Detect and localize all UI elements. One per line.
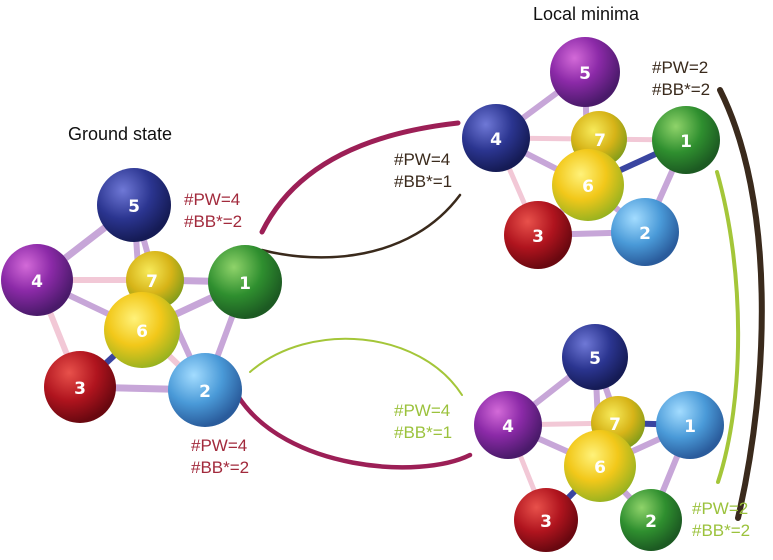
annotation-bottom-min-right: #PW=2 #BB*=2 [692, 498, 750, 542]
atom-label: 6 [594, 458, 606, 478]
title-ground-state: Ground state [68, 124, 173, 144]
atom-1: 1 [656, 391, 724, 459]
atom-label: 5 [128, 197, 140, 217]
annotation-top-min-right: #PW=2 #BB*=2 [652, 57, 710, 101]
atom-label: 7 [146, 272, 158, 292]
cluster-bottom-minimum: 5 4 7 1 3 2 6 [474, 324, 724, 552]
atom-label: 2 [645, 512, 657, 532]
bb-count: #BB*=2 [692, 521, 751, 540]
bb-count: #BB*=1 [394, 423, 453, 442]
atom-label: 5 [589, 349, 601, 369]
atom-4: 4 [1, 244, 73, 316]
atom-3: 3 [504, 201, 572, 269]
atom-2: 2 [611, 198, 679, 266]
atom-label: 1 [680, 132, 692, 152]
atom-5: 5 [97, 168, 171, 242]
atom-1: 1 [208, 245, 282, 319]
atom-label: 4 [490, 130, 502, 150]
title-local-minima: Local minima [533, 4, 640, 24]
atom-2: 2 [620, 489, 682, 551]
atom-3: 3 [514, 488, 578, 552]
annotation-top-min-left: #PW=4 #BB*=1 [394, 149, 452, 193]
atom-label: 7 [609, 415, 621, 435]
pw-count: #PW=2 [652, 58, 709, 77]
annotation-ground-bottom: #PW=4 #BB*=2 [191, 435, 249, 479]
atom-3: 3 [44, 351, 116, 423]
pw-count: #PW=4 [184, 190, 241, 209]
atom-4: 4 [474, 391, 542, 459]
atom-label: 1 [684, 417, 696, 437]
atom-6: 6 [104, 292, 180, 368]
atom-label: 6 [136, 322, 148, 342]
arc-ground-to-top-maroon [259, 120, 461, 235]
arc-ground-to-bottom-maroon [235, 393, 473, 470]
atom-label: 7 [594, 131, 606, 151]
atom-6: 6 [552, 149, 624, 221]
atom-label: 5 [579, 64, 591, 84]
atom-label: 4 [31, 272, 43, 292]
arc-ground-to-bottom-lime [249, 337, 463, 396]
annotation-bottom-min-left: #PW=4 #BB*=1 [394, 400, 452, 444]
atom-1: 1 [652, 106, 720, 174]
bb-count: #BB*=2 [191, 458, 250, 477]
atom-label: 1 [239, 274, 251, 294]
arc-top-to-bottom-brown [717, 87, 765, 521]
atom-6: 6 [564, 430, 636, 502]
pw-count: #PW=4 [394, 150, 451, 169]
bb-count: #BB*=2 [652, 80, 711, 99]
transition-arcs [235, 87, 765, 521]
atom-label: 3 [532, 227, 544, 247]
cluster-top-minimum: 5 4 7 1 3 2 6 [462, 37, 720, 269]
pw-count: #PW=4 [394, 401, 451, 420]
pw-count: #PW=2 [692, 499, 749, 518]
atom-5: 5 [562, 324, 628, 390]
atom-2: 2 [168, 353, 242, 427]
atom-4: 4 [462, 104, 530, 172]
atom-label: 3 [74, 379, 86, 399]
atom-5: 5 [550, 37, 620, 107]
atom-label: 6 [582, 177, 594, 197]
bb-count: #BB*=1 [394, 172, 453, 191]
cluster-ground-state: 5 4 7 1 3 2 6 [1, 168, 282, 427]
bb-count: #BB*=2 [184, 212, 243, 231]
arc-ground-to-top-brown [260, 193, 462, 259]
arc-top-to-bottom-lime [715, 170, 741, 484]
annotation-ground-right: #PW=4 #BB*=2 [184, 189, 242, 233]
atom-label: 3 [540, 512, 552, 532]
pw-count: #PW=4 [191, 436, 248, 455]
atom-label: 2 [639, 224, 651, 244]
atom-label: 2 [199, 382, 211, 402]
atom-label: 4 [502, 417, 514, 437]
